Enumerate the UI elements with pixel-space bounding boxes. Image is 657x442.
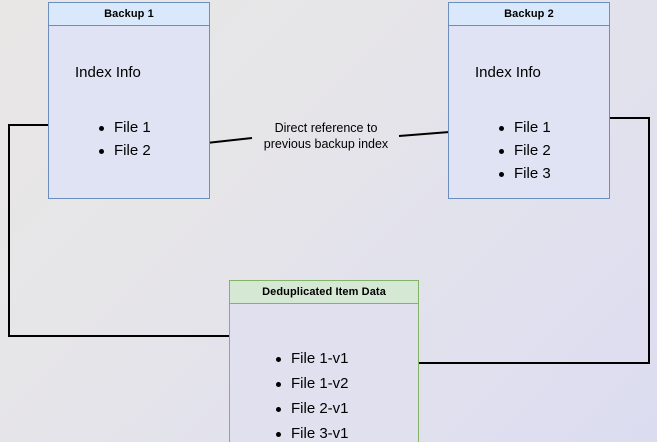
backup-1-title: Backup 1: [49, 3, 209, 26]
backup-1-body: Index Info File 1 File 2: [49, 26, 209, 198]
deduplicated-item-data-body: File 1-v1 File 1-v2 File 2-v1 File 3-v1: [230, 304, 418, 442]
backup-1-index-label: Index Info: [75, 64, 141, 81]
deduplicated-item-data-title: Deduplicated Item Data: [230, 281, 418, 304]
backup-2-box[interactable]: Backup 2 Index Info File 1 File 2 File 3: [448, 2, 610, 199]
backup-1-file-list: File 1 File 2: [98, 116, 151, 162]
edge-label-direct-reference: Direct reference to previous backup inde…: [252, 120, 400, 152]
backup-2-title: Backup 2: [449, 3, 609, 26]
list-item: File 2: [498, 139, 551, 162]
deduplicated-item-data-box[interactable]: Deduplicated Item Data File 1-v1 File 1-…: [229, 280, 419, 442]
backup-2-index-label: Index Info: [475, 64, 541, 81]
backup-1-box[interactable]: Backup 1 Index Info File 1 File 2: [48, 2, 210, 199]
list-item: File 1: [98, 116, 151, 139]
list-item: File 2-v1: [275, 396, 349, 421]
edge-label-line-2: previous backup index: [263, 137, 389, 151]
list-item: File 1-v1: [275, 346, 349, 371]
edge-label-line-1: Direct reference to: [274, 121, 378, 135]
list-item: File 2: [98, 139, 151, 162]
list-item: File 1-v2: [275, 371, 349, 396]
list-item: File 3: [498, 162, 551, 185]
backup-2-body: Index Info File 1 File 2 File 3: [449, 26, 609, 198]
deduplicated-item-list: File 1-v1 File 1-v2 File 2-v1 File 3-v1: [275, 346, 349, 442]
backup-2-file-list: File 1 File 2 File 3: [498, 116, 551, 185]
list-item: File 1: [498, 116, 551, 139]
list-item: File 3-v1: [275, 421, 349, 442]
